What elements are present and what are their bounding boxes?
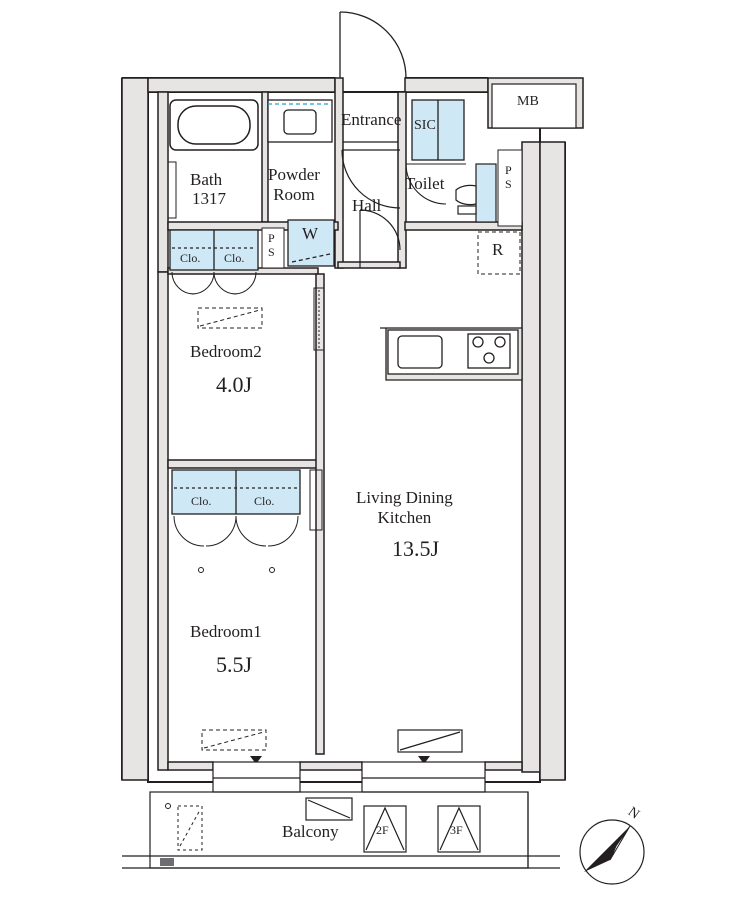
bath-bench: [167, 161, 177, 219]
ac-ldk: [397, 729, 463, 753]
balcony-drain: [165, 803, 203, 851]
light-bedroom1-right: [269, 567, 275, 573]
bath-size-label: 1317: [192, 189, 226, 208]
entry-door: [339, 11, 407, 79]
toilet-door: [405, 163, 466, 205]
washer-label: W: [302, 224, 319, 243]
light-bedroom1-left: [198, 567, 204, 573]
balcony-area: [122, 791, 560, 869]
ps-label-mid: P S: [268, 231, 275, 259]
ldk-area: 13.5J: [392, 536, 440, 561]
refrigerator-label: R: [492, 240, 504, 259]
bedroom1-area: 5.5J: [216, 652, 253, 677]
bedroom2-area: 4.0J: [216, 372, 253, 397]
hall-label: Hall: [352, 196, 382, 215]
floor-3f-label: 3F: [450, 823, 463, 837]
mb-box: [491, 83, 577, 129]
ps-box-mid: [261, 227, 285, 269]
balcony-label: Balcony: [282, 822, 339, 841]
balcony-gutter: [160, 858, 174, 866]
north-arrow-icon: [579, 819, 645, 885]
hatch-3f: [437, 805, 481, 853]
bedroom1-label: Bedroom1: [190, 622, 262, 641]
bathtub: [169, 99, 259, 151]
ac-bedroom2: [197, 307, 263, 329]
closet-label-4: Clo.: [254, 494, 275, 508]
bedroom2-closets: [169, 229, 259, 295]
south-windows: [212, 761, 486, 793]
sliding-door-tracks: [309, 287, 325, 531]
ldk-label: Living Dining Kitchen: [356, 488, 453, 527]
closet-label-3: Clo.: [191, 494, 212, 508]
sic-label: SIC: [414, 118, 436, 133]
bedroom1-closets: [171, 469, 301, 547]
powder-room-label: Powder Room: [268, 165, 320, 204]
bath-label: Bath: [190, 170, 223, 189]
entrance-label: Entrance: [341, 110, 402, 129]
washer-space: [287, 219, 335, 267]
mb-label: MB: [517, 94, 539, 109]
shoe-closet: [411, 99, 465, 161]
ps-label-top: P S: [505, 163, 512, 191]
powder-sink: [267, 99, 333, 143]
hatch-2f: [363, 805, 407, 853]
toilet-fixture: [455, 163, 497, 223]
ac-bedroom1: [201, 729, 267, 751]
vent-bedroom1-icon: [250, 756, 262, 764]
vent-ldk-icon: [418, 756, 430, 764]
closet-label-2: Clo.: [224, 251, 245, 265]
toilet-label: Toilet: [405, 174, 445, 193]
kitchen-counter: [380, 327, 523, 381]
balcony-ac-unit: [305, 797, 353, 821]
refrigerator-space: [477, 231, 521, 275]
closet-label-1: Clo.: [180, 251, 201, 265]
ps-box-top: [497, 149, 523, 227]
floor-2f-label: 2F: [376, 823, 389, 837]
hall-door: [341, 149, 401, 268]
bedroom2-label: Bedroom2: [190, 342, 262, 361]
